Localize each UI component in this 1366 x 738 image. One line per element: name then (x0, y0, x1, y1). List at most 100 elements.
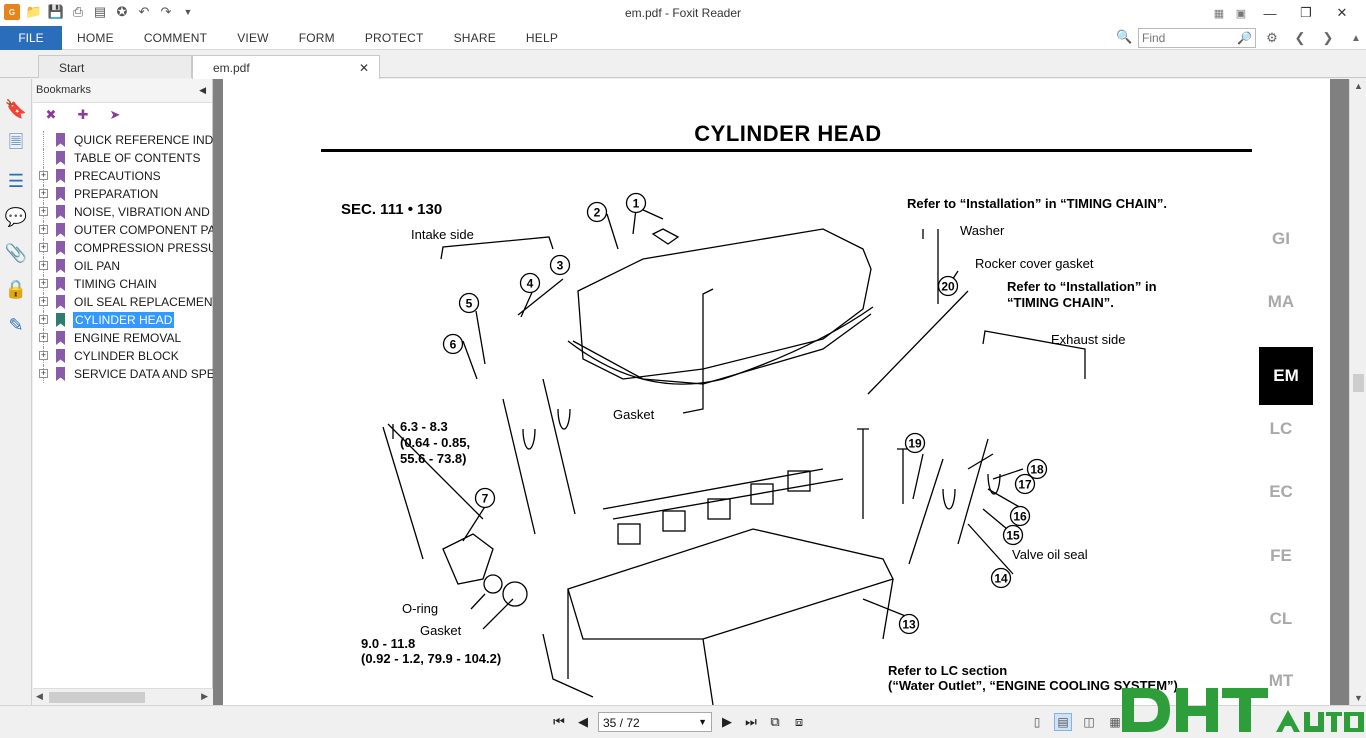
file-tab[interactable]: FILE (0, 26, 62, 50)
save-icon[interactable]: 💾 (47, 4, 65, 19)
find-next-icon[interactable]: ❯ (1322, 30, 1334, 45)
close-tab-icon[interactable]: ✕ (358, 61, 369, 75)
find-previous-icon[interactable]: ❮ (1294, 30, 1306, 45)
comments-icon[interactable]: 💬 (4, 206, 28, 227)
properties-icon[interactable]: ▤ (93, 4, 107, 19)
help-tip-icon[interactable]: ▣ (1235, 7, 1247, 20)
refer-timing-chain-label-2a: Refer to “Installation” in (1007, 279, 1157, 294)
bookmark-item[interactable]: +TIMING CHAIN (33, 275, 213, 293)
tab-em-pdf[interactable]: em.pdf ✕ (192, 55, 380, 79)
next-page-icon[interactable]: ▶ (722, 714, 732, 729)
page-thumbnails-icon[interactable]: 🗏 (8, 132, 24, 152)
callout-number: 18 (1030, 463, 1044, 477)
bookmarks-title: Bookmarks (36, 84, 92, 96)
bookmarks-panel-icon[interactable]: 🔖 (4, 98, 28, 119)
tab-share[interactable]: SHARE (453, 31, 496, 45)
collapse-panel-icon[interactable]: ◀ (199, 85, 206, 95)
go-to-bookmark-icon[interactable]: ➤ (109, 107, 121, 122)
expand-node-icon[interactable]: + (39, 368, 48, 378)
bookmark-item[interactable]: +ENGINE REMOVAL (33, 329, 213, 347)
continuous-page-icon[interactable]: ▤ (1054, 713, 1072, 731)
signature-icon[interactable]: ✎ (8, 314, 24, 335)
bookmark-item[interactable]: QUICK REFERENCE INDE (33, 131, 213, 149)
bookmark-item[interactable]: +OIL PAN (33, 257, 213, 275)
tab-view[interactable]: VIEW (237, 31, 269, 45)
bookmark-item[interactable]: +CYLINDER HEAD (33, 311, 213, 329)
bookmark-item[interactable]: +NOISE, VIBRATION AND (33, 203, 213, 221)
page-number-box[interactable]: 35 / 72 ▼ (598, 712, 712, 732)
callout-19: 19 (904, 432, 926, 454)
expand-node-icon[interactable]: + (39, 314, 48, 324)
facing-pages-icon[interactable]: ◫ (1083, 715, 1095, 729)
restore-button[interactable]: ❐ (1300, 5, 1312, 20)
callout-circle (458, 292, 480, 314)
next-view-icon[interactable]: ⧈ (794, 714, 804, 729)
title-bar: G 📁 💾 ⎙ ▤ ✪ ↶ ↷ ▼ em.pdf - Foxit Reader … (0, 0, 1366, 26)
bookmark-item[interactable]: +SERVICE DATA AND SPE (33, 365, 213, 383)
rocker-cover-shape (577, 228, 872, 380)
bookmark-item[interactable]: +CYLINDER BLOCK (33, 347, 213, 365)
expand-node-icon[interactable]: + (39, 242, 48, 252)
section-index-fe: FE (1270, 546, 1292, 565)
scrollbar-thumb[interactable] (1353, 374, 1364, 392)
delete-bookmark-icon[interactable]: ✖ (45, 107, 57, 122)
callout-5: 5 (458, 292, 480, 314)
attachments-icon[interactable]: 📎 (4, 242, 28, 263)
tab-home[interactable]: HOME (77, 31, 114, 45)
customize-toolbar-icon[interactable]: ▼ (183, 7, 193, 17)
expand-node-icon[interactable]: + (39, 224, 48, 234)
bookmark-item[interactable]: +COMPRESSION PRESSUR (33, 239, 213, 257)
page-dropdown-icon[interactable]: ▼ (698, 717, 707, 727)
find-input[interactable] (1139, 29, 1235, 47)
expand-node-icon[interactable]: + (39, 278, 48, 288)
layers-icon[interactable]: ☰ (7, 170, 25, 191)
last-page-icon[interactable]: ⏭ (745, 714, 757, 729)
scrollbar-thumb[interactable] (49, 692, 145, 703)
single-page-icon[interactable]: ▯ (1033, 715, 1041, 729)
tab-comment[interactable]: COMMENT (143, 31, 208, 45)
redo-icon[interactable]: ↷ (160, 4, 172, 19)
previous-view-icon[interactable]: ⧉ (770, 714, 780, 729)
scroll-right-icon[interactable]: ▶ (201, 691, 208, 701)
tab-form[interactable]: FORM (298, 31, 335, 45)
bookmarks-horizontal-scrollbar[interactable]: ◀ ▶ (33, 688, 213, 705)
search-icon[interactable]: 🔎 (1237, 31, 1252, 45)
expand-node-icon[interactable]: + (39, 350, 48, 360)
open-folder-icon[interactable]: 📁 (25, 4, 43, 19)
expand-node-icon[interactable]: + (39, 260, 48, 270)
scroll-down-icon[interactable]: ▼ (1354, 693, 1363, 703)
expand-node-icon[interactable]: + (39, 188, 48, 198)
tab-start[interactable]: Start (38, 55, 192, 78)
continuous-facing-icon[interactable]: ▦ (1109, 715, 1121, 729)
new-doc-icon[interactable]: ✪ (116, 4, 128, 19)
bookmark-item[interactable]: +OUTER COMPONENT PA (33, 221, 213, 239)
tree-line (43, 131, 44, 149)
bookmark-item[interactable]: TABLE OF CONTENTS (33, 149, 213, 167)
scroll-up-icon[interactable]: ▲ (1354, 81, 1363, 91)
document-vertical-scrollbar[interactable]: ▲ ▼ (1349, 79, 1366, 705)
expand-node-icon[interactable]: + (39, 296, 48, 306)
security-lock-icon[interactable]: 🔒 (4, 278, 28, 299)
bookmark-item[interactable]: +PRECAUTIONS (33, 167, 213, 185)
tab-help[interactable]: HELP (525, 31, 559, 45)
ribbon-display-icon[interactable]: ▦ (1213, 7, 1225, 20)
print-icon[interactable]: ⎙ (72, 4, 84, 19)
callout-14: 14 (990, 567, 1012, 589)
collapse-ribbon-icon[interactable]: ▲ (1351, 32, 1361, 44)
bookmarks-header: Bookmarks ◀ (33, 79, 212, 103)
search-folder-icon[interactable]: 🔍 (1116, 29, 1133, 44)
bookmark-item[interactable]: +OIL SEAL REPLACEMENT (33, 293, 213, 311)
previous-page-icon[interactable]: ◀ (578, 714, 588, 729)
bookmark-item[interactable]: +PREPARATION (33, 185, 213, 203)
minimize-button[interactable]: — (1263, 5, 1277, 21)
undo-icon[interactable]: ↶ (138, 4, 150, 19)
scroll-left-icon[interactable]: ◀ (36, 691, 43, 701)
first-page-icon[interactable]: ⏮ (553, 714, 565, 729)
add-bookmark-icon[interactable]: ✚ (77, 107, 89, 122)
expand-node-icon[interactable]: + (39, 170, 48, 180)
expand-node-icon[interactable]: + (39, 206, 48, 216)
expand-node-icon[interactable]: + (39, 332, 48, 342)
settings-gear-icon[interactable]: ⚙ (1266, 30, 1278, 45)
tab-protect[interactable]: PROTECT (364, 31, 424, 45)
close-window-button[interactable]: ✕ (1336, 5, 1348, 20)
